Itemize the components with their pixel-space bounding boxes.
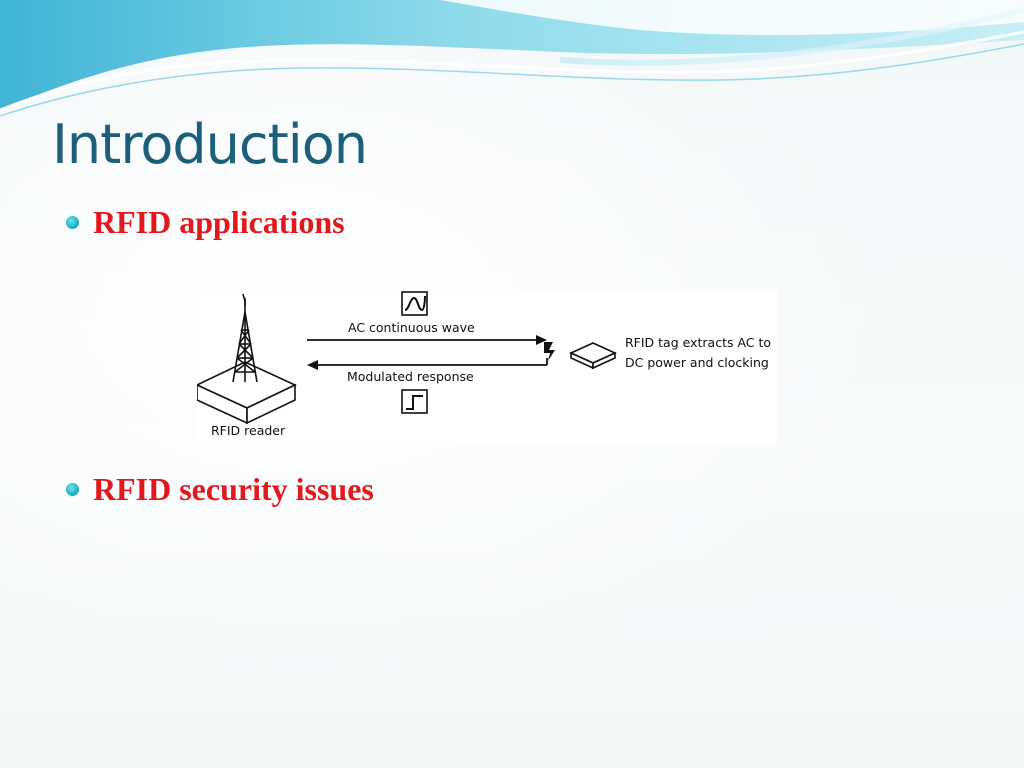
forward-signal-label: AC continuous wave [348, 320, 475, 335]
reader-base-icon [197, 361, 297, 425]
rfid-diagram: RFID reader AC continuous wave Modulated… [197, 290, 777, 446]
tag-description-line1: RFID tag extracts AC to [625, 335, 771, 350]
return-arrow [307, 358, 548, 370]
rfid-tag-icon [569, 342, 617, 370]
reader-label: RFID reader [211, 423, 286, 438]
bullet-rfid-security-issues: RFID security issues [66, 471, 374, 508]
tag-description-line2: DC power and clocking [625, 355, 769, 370]
forward-arrow [307, 335, 547, 345]
bullet-dot-icon [66, 216, 79, 229]
bullet-text: RFID applications [93, 204, 345, 240]
bullet-rfid-applications: RFID applications [66, 204, 345, 241]
bullet-text: RFID security issues [93, 471, 374, 507]
lightning-bolt-icon [544, 342, 555, 361]
antenna-tower-icon [232, 293, 258, 383]
bullet-dot-icon [66, 483, 79, 496]
sine-wave-icon [401, 291, 428, 316]
rfid-diagram-svg: RFID reader AC continuous wave Modulated… [197, 291, 771, 438]
response-signal-label: Modulated response [347, 369, 474, 384]
wave-header-decoration [0, 0, 1024, 117]
slide-title: Introduction [52, 113, 368, 176]
square-wave-icon [401, 389, 428, 414]
